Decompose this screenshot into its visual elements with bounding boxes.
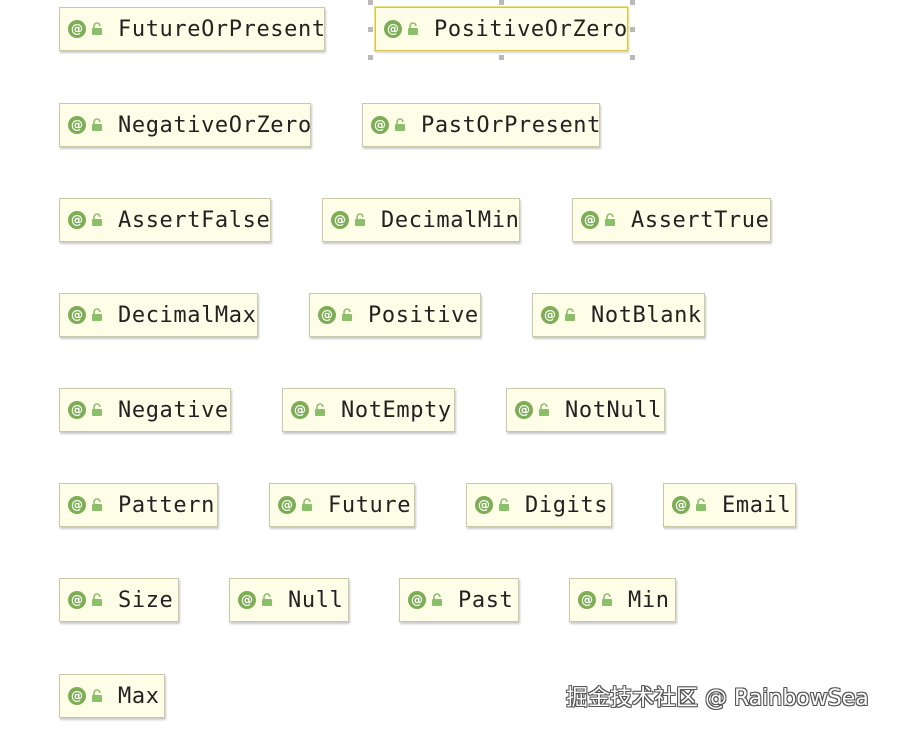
lock-icon <box>92 22 102 35</box>
lock-icon <box>539 403 549 416</box>
annotation-at-icon: @ <box>68 591 86 609</box>
annotation-node-digits[interactable]: @ Digits <box>466 483 612 527</box>
selection-handle-bottom-right[interactable] <box>630 55 635 60</box>
annotation-at-icon: @ <box>408 591 426 609</box>
annotation-at-icon: @ <box>384 20 402 38</box>
annotation-at-icon: @ <box>541 306 559 324</box>
annotation-label: Future <box>328 492 412 518</box>
lock-icon <box>355 213 365 226</box>
annotation-node-size[interactable]: @ Size <box>59 578 179 622</box>
annotation-at-icon: @ <box>672 496 690 514</box>
annotation-at-icon: @ <box>68 116 86 134</box>
annotation-at-icon: @ <box>68 306 86 324</box>
lock-icon <box>92 213 102 226</box>
annotation-node-negative[interactable]: @ Negative <box>59 388 231 432</box>
annotation-label: Min <box>628 587 670 613</box>
annotation-label: NotEmpty <box>341 397 452 423</box>
lock-icon <box>92 689 102 702</box>
annotation-label: Past <box>458 587 514 613</box>
annotation-label: Digits <box>525 492 609 518</box>
lock-icon <box>92 498 102 511</box>
lock-icon <box>432 593 442 606</box>
lock-icon <box>408 22 418 35</box>
annotation-node-asserttrue[interactable]: @ AssertTrue <box>572 198 771 242</box>
annotation-node-notnull[interactable]: @ NotNull <box>506 388 665 432</box>
annotation-at-icon: @ <box>278 496 296 514</box>
annotation-node-decimalmax[interactable]: @ DecimalMax <box>59 293 258 337</box>
annotation-at-icon: @ <box>475 496 493 514</box>
lock-icon <box>92 593 102 606</box>
lock-icon <box>262 593 272 606</box>
annotation-label: Negative <box>118 397 229 423</box>
annotation-label: NotBlank <box>591 302 702 328</box>
annotation-label: Pattern <box>118 492 215 518</box>
annotation-label: Size <box>118 587 174 613</box>
lock-icon <box>395 118 405 131</box>
annotation-node-min[interactable]: @ Min <box>569 578 676 622</box>
annotation-node-notempty[interactable]: @ NotEmpty <box>282 388 455 432</box>
lock-icon <box>92 403 102 416</box>
selection-handle-top-right[interactable] <box>630 0 635 5</box>
annotation-label: DecimalMax <box>118 302 257 328</box>
annotation-node-negativeorzero[interactable]: @ NegativeOrZero <box>59 103 311 147</box>
annotation-at-icon: @ <box>331 211 349 229</box>
selection-handle-middle-left[interactable] <box>368 27 373 32</box>
annotation-node-null[interactable]: @ Null <box>229 578 349 622</box>
annotation-label: AssertFalse <box>118 207 271 233</box>
annotation-label: PositiveOrZero <box>434 16 628 42</box>
annotation-label: Email <box>722 492 792 518</box>
annotation-label: Null <box>288 587 344 613</box>
annotation-node-past[interactable]: @ Past <box>399 578 519 622</box>
annotation-label: FutureOrPresent <box>118 16 326 42</box>
annotation-node-futureorpresent[interactable]: @ FutureOrPresent <box>59 7 325 51</box>
annotation-node-pattern[interactable]: @ Pattern <box>59 483 218 527</box>
annotation-node-future[interactable]: @ Future <box>269 483 415 527</box>
annotation-node-max[interactable]: @ Max <box>59 674 165 718</box>
annotation-at-icon: @ <box>291 401 309 419</box>
lock-icon <box>92 308 102 321</box>
annotation-label: PastOrPresent <box>421 112 601 138</box>
selection-handle-bottom-middle[interactable] <box>499 55 504 60</box>
annotation-node-positiveorzero[interactable]: @ PositiveOrZero <box>375 7 628 51</box>
annotation-label: Positive <box>368 302 479 328</box>
lock-icon <box>92 118 102 131</box>
lock-icon <box>499 498 509 511</box>
selection-handle-middle-right[interactable] <box>630 27 635 32</box>
lock-icon <box>342 308 352 321</box>
annotation-at-icon: @ <box>68 401 86 419</box>
lock-icon <box>315 403 325 416</box>
lock-icon <box>602 593 612 606</box>
annotation-node-positive[interactable]: @ Positive <box>309 293 481 337</box>
annotation-at-icon: @ <box>371 116 389 134</box>
annotation-node-decimalmin[interactable]: @ DecimalMin <box>322 198 520 242</box>
annotation-at-icon: @ <box>318 306 336 324</box>
lock-icon <box>696 498 706 511</box>
annotation-at-icon: @ <box>581 211 599 229</box>
annotation-at-icon: @ <box>68 211 86 229</box>
annotation-label: NegativeOrZero <box>118 112 312 138</box>
annotation-at-icon: @ <box>578 591 596 609</box>
selection-handle-top-middle[interactable] <box>499 0 504 5</box>
annotation-node-assertfalse[interactable]: @ AssertFalse <box>59 198 271 242</box>
annotation-node-pastorpresent[interactable]: @ PastOrPresent <box>362 103 600 147</box>
annotation-label: DecimalMin <box>381 207 520 233</box>
lock-icon <box>565 308 575 321</box>
annotation-node-notblank[interactable]: @ NotBlank <box>532 293 705 337</box>
annotation-at-icon: @ <box>515 401 533 419</box>
annotation-at-icon: @ <box>238 591 256 609</box>
annotation-label: NotNull <box>565 397 662 423</box>
lock-icon <box>605 213 615 226</box>
annotation-at-icon: @ <box>68 496 86 514</box>
annotation-node-email[interactable]: @ Email <box>663 483 796 527</box>
selection-handle-bottom-left[interactable] <box>368 55 373 60</box>
annotation-at-icon: @ <box>68 687 86 705</box>
lock-icon <box>302 498 312 511</box>
watermark: 掘金技术社区 @ RainbowSea <box>566 686 869 711</box>
annotation-at-icon: @ <box>68 20 86 38</box>
annotation-label: AssertTrue <box>631 207 770 233</box>
annotation-label: Max <box>118 683 160 709</box>
selection-handle-top-left[interactable] <box>368 0 373 5</box>
